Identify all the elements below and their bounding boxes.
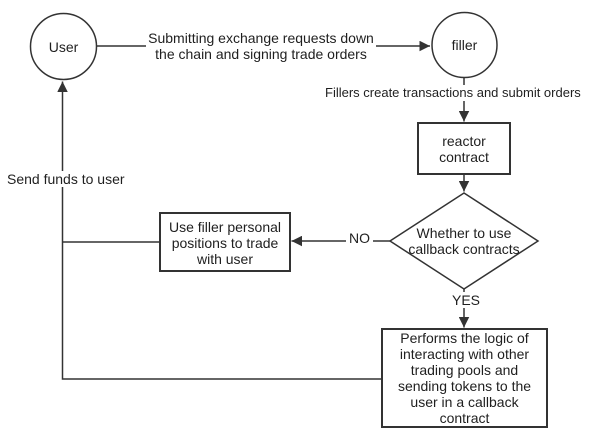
callback-contract-label-text: Performs the logic of interacting with o… <box>397 330 532 426</box>
user-node-label: User <box>30 13 97 80</box>
reactor-contract-label-text: reactor contract <box>439 132 489 165</box>
decision-diamond <box>388 192 540 290</box>
edge-label-no: NO <box>346 230 373 246</box>
filler-node-label-text: filler <box>451 37 478 53</box>
reactor-contract-label: reactor contract <box>418 123 510 174</box>
user-node-label-text: User <box>48 38 79 55</box>
decision-diamond-label-text: Whether to use callback contracts <box>408 225 520 257</box>
edge-label-fillers-create: Fillers create transactions and submit o… <box>323 85 583 101</box>
decision-diamond-label: Whether to use callback contracts <box>394 195 534 287</box>
personal-positions-label: Use filler personal positions to trade w… <box>161 214 289 271</box>
callback-contract-label: Performs the logic of interacting with o… <box>383 330 546 426</box>
user-node <box>29 12 98 81</box>
callback-contract-node <box>381 328 548 428</box>
filler-node-label: filler <box>432 13 497 77</box>
personal-positions-label-text: Use filler personal positions to trade w… <box>168 218 282 267</box>
filler-node <box>431 11 498 79</box>
edge-label-yes: YES <box>450 292 483 308</box>
reactor-contract-node <box>417 122 511 175</box>
edge-label-submitting-requests: Submitting exchange requests down the ch… <box>146 30 376 62</box>
edge-label-send-funds: Send funds to user <box>5 171 127 187</box>
personal-positions-node <box>159 212 291 272</box>
